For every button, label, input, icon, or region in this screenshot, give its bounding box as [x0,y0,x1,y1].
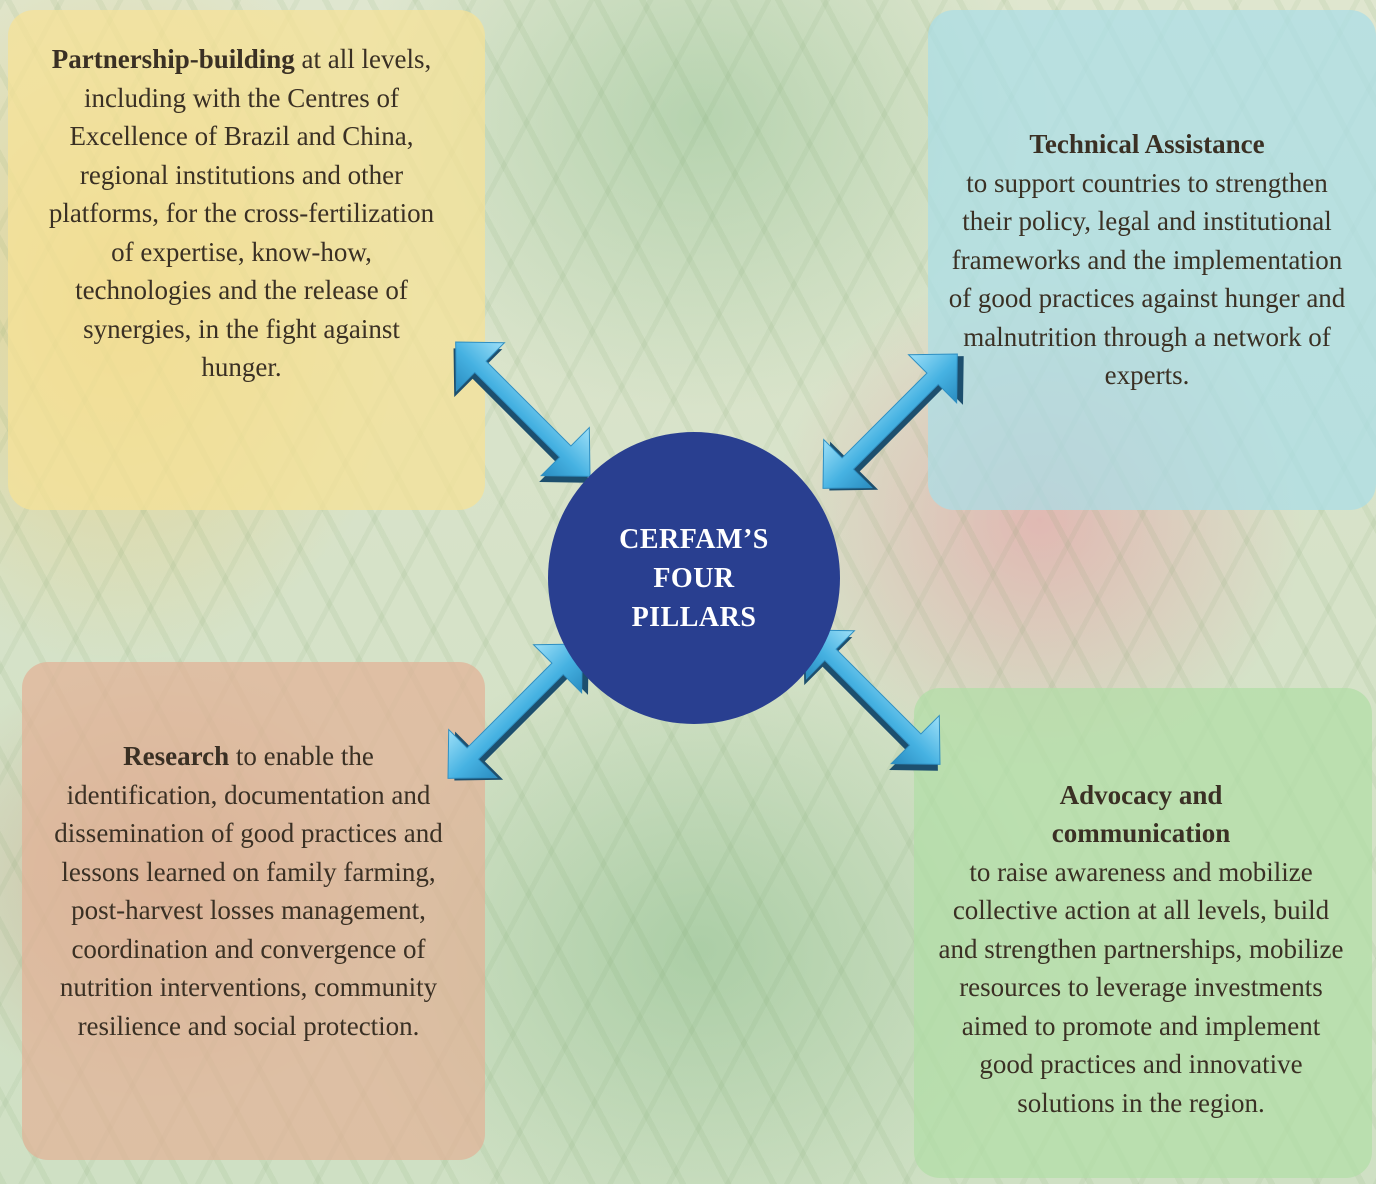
pillar-technical-title: Technical Assistance [1029,129,1265,160]
pillar-research-box: Research to enable the identification, d… [22,662,485,1160]
center-title-line: PILLARS [631,601,757,633]
pillar-research-text: Research to enable the identification, d… [52,737,445,1045]
center-title-line: FOUR [653,562,735,594]
pillar-advocacy-title: Advocacy and communication [1051,779,1231,849]
pillar-technical-box: Technical Assistance to support countries… [928,10,1376,510]
pillar-technical-text: Technical Assistance to support countries… [948,125,1346,395]
center-title: CERFAM’S FOUR PILLARS [619,520,769,637]
pillar-partnership-title: Partnership-building [51,44,295,74]
pillar-research-title: Research [123,741,230,771]
pillar-technical-body: to support countries to strengthen their… [948,167,1346,391]
pillar-partnership-box: Partnership-building at all levels, incl… [8,10,485,510]
pillar-advocacy-body: to raise awareness and mobilize collecti… [938,856,1344,1118]
pillar-partnership-body: at all levels, including with the Centre… [48,44,435,382]
center-title-line: CERFAM’S [619,523,769,555]
center-circle: CERFAM’S FOUR PILLARS [548,432,840,724]
pillar-partnership-text: Partnership-building at all levels, incl… [48,40,435,387]
pillar-research-body: to enable the identification, documentat… [54,741,443,1041]
